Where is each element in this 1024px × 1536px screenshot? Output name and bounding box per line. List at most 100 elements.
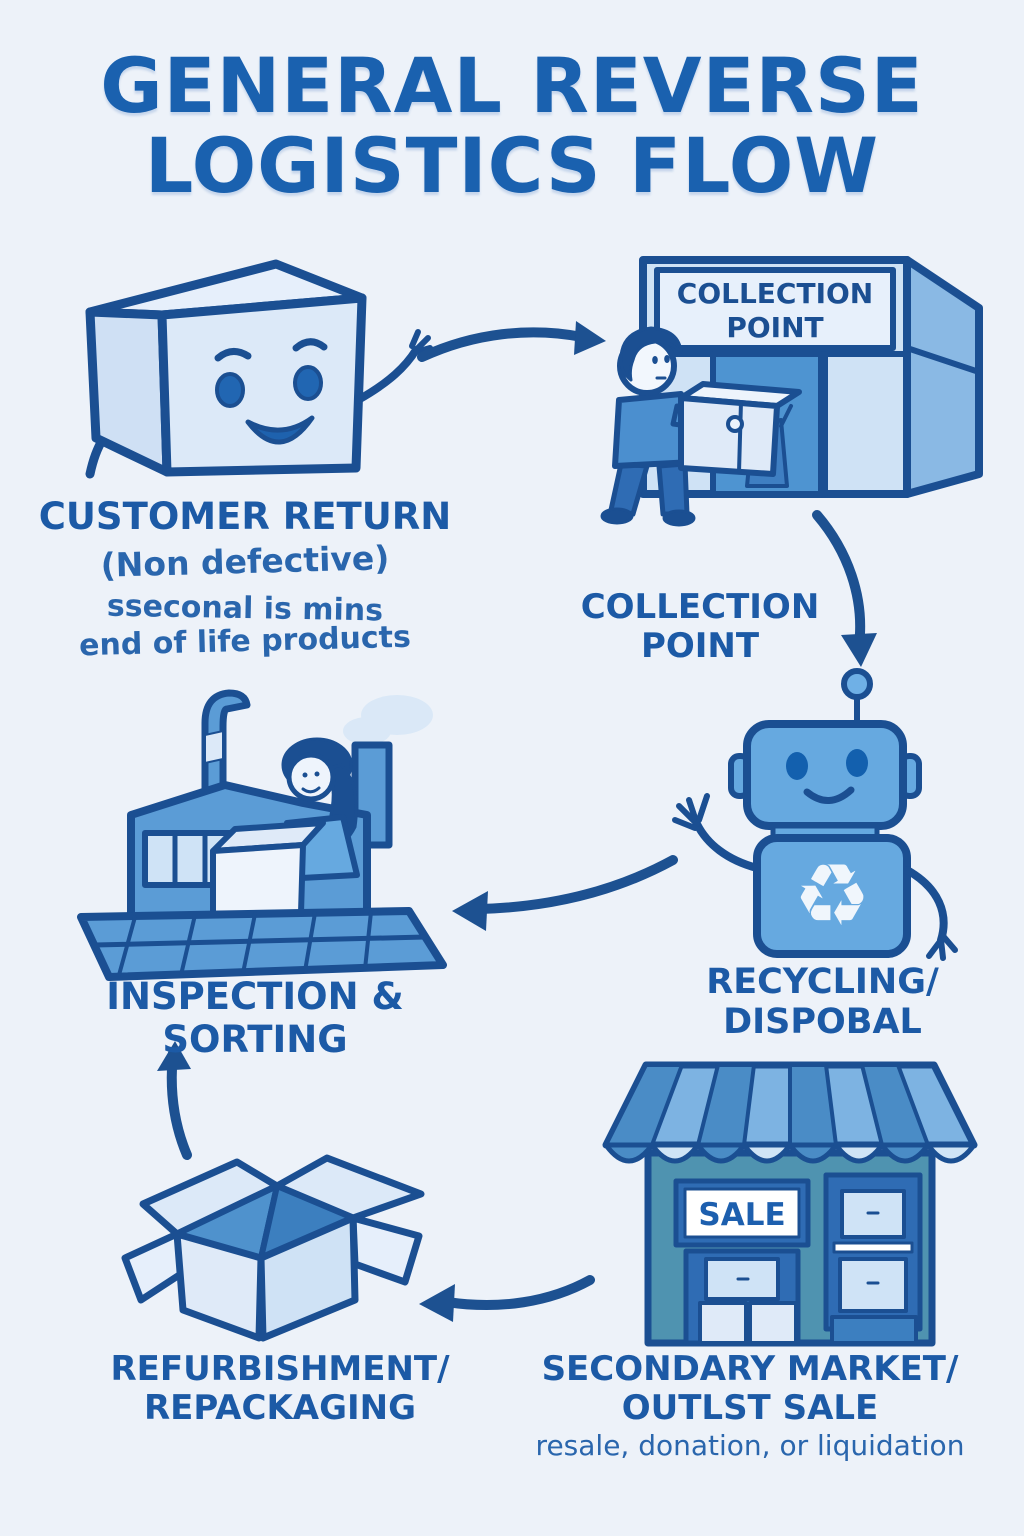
person-returning-box [600,326,802,527]
robot-smile [803,786,855,804]
sale-sign: SALE [673,1178,811,1248]
robot-head [743,720,907,830]
platform-hatching [117,910,373,977]
returned-box-front [678,395,780,477]
refurbishment-label-line1: REFURBISHMENT/ [110,1349,450,1389]
box-left-eye [215,372,245,408]
box-front-right [257,1214,359,1342]
man-right-eye [664,355,670,363]
arrow-market-to-refurbishment [419,1275,595,1322]
page-title-line2: LOGISTICS FLOW [144,120,880,210]
customer-return-box-illustration [85,259,433,479]
page-title-line1: GENERAL REVERSE [100,41,924,130]
arrow-customer-to-collection [417,321,606,362]
inspector-right-eye [314,771,320,777]
box-front-face [157,293,367,477]
display-box-lower [838,1257,908,1313]
refurbishment-label-line2: REPACKAGING [143,1388,417,1429]
inspection-sorting-label: INSPECTION & SORTING [106,975,404,1061]
arrow-recycling-to-inspection [452,855,678,931]
collection-point-label-line2: POINT [640,626,760,667]
inspector-smile [301,786,321,794]
awning-scallops [603,1142,977,1164]
man-left-leg [608,461,650,517]
arrowhead-up [157,1041,191,1071]
inspection-sorting-label-block: INSPECTION & SORTING [15,975,495,1061]
inspection-factory-illustration [77,689,447,981]
box-right-hand [409,329,433,355]
robot-left-arm [693,820,761,872]
man-left-shoe [600,507,634,525]
box-right-arm [354,346,420,404]
arrow-collection-to-recycling [812,510,877,667]
customer-return-note-line2: end of life products [78,620,412,664]
sale-sign-text: SALE [698,1197,785,1233]
secondary-market-label-block: SECONDARY MARKET/ OUTLST SALE resale, do… [510,1349,990,1463]
arrow-refurbishment-to-inspection [157,1041,192,1160]
arrowhead-left [419,1284,455,1322]
door-box-left [698,1301,748,1345]
robot-right-arm [903,866,948,944]
store-awning [602,1061,978,1164]
robot-antenna-ball [841,668,873,700]
recycling-disposal-label-block: RECYCLING/ DISPOBAL [650,962,995,1043]
arrowhead-down [841,633,877,667]
display-shelf [832,1241,914,1254]
store-door-display [683,1248,801,1346]
smoke-cloud [343,695,433,745]
returned-box [678,381,802,477]
robot-left-eye [786,752,808,780]
platform-slab [77,907,447,981]
box-right-eyebrow [292,338,328,352]
robot-left-hand [672,793,710,831]
inspector-face [286,752,336,802]
robot-right-eye [846,749,868,777]
man-right-shoe [662,509,696,527]
box-front-left [173,1230,265,1342]
arrowhead-right [574,321,606,355]
awning-stripes [604,1063,930,1147]
robot-right-hand [926,933,958,961]
returned-box-fold [737,400,743,474]
inspector-left-eye [302,772,308,778]
man-right-leg [656,461,690,517]
building-side-face [903,256,983,498]
door-box-right [748,1301,798,1345]
box-left-eyebrow [214,348,252,362]
recycle-symbol-icon: ♻ [793,846,870,946]
collection-point-illustration: COLLECTION POINT [600,256,983,527]
collection-point-label-block: COLLECTION POINT [540,587,860,667]
collection-point-label-line1: COLLECTION [580,587,820,627]
box-face [214,338,328,445]
box-right-eye [293,365,323,401]
box-mouth [245,415,315,445]
recycling-robot-illustration: ♻ [672,668,958,961]
refurbishment-box-illustration [121,1154,425,1342]
customer-return-sublabel: (Non defective) [100,537,390,585]
man-left-eye [652,356,658,364]
man-hand [726,415,744,433]
secondary-market-label-line2: OUTLST SALE [621,1388,879,1429]
inspected-box-front [210,842,306,918]
recycling-label-line1: RECYCLING/ [706,962,939,1002]
collection-sign-line2: POINT [726,311,823,344]
clerk-arm [779,404,793,428]
collection-sign [654,267,896,351]
man-hair [619,326,683,382]
arrowhead-left [452,891,488,931]
refurbishment-label-block: REFURBISHMENT/ REPACKAGING [70,1349,490,1429]
conveyor-platform [77,907,447,981]
customer-return-label: CUSTOMER RETURN [38,495,452,538]
page-title: GENERAL REVERSE LOGISTICS FLOW [0,46,1024,206]
sale-sign-panel [683,1187,801,1239]
collection-sign-line1: COLLECTION [677,277,873,310]
recycling-label-line2: DISPOBAL [723,1002,922,1043]
customer-return-label-block: CUSTOMER RETURN (Non defective) sseconal… [20,495,470,663]
building-side-divider [904,345,982,375]
secondary-market-label-line1: SECONDARY MARKET/ [541,1349,959,1389]
chimney-light-band [204,730,224,764]
secondary-market-sublabel: resale, donation, or liquidation [535,1429,965,1463]
store-window-display [823,1172,923,1345]
robot-body [753,834,911,958]
